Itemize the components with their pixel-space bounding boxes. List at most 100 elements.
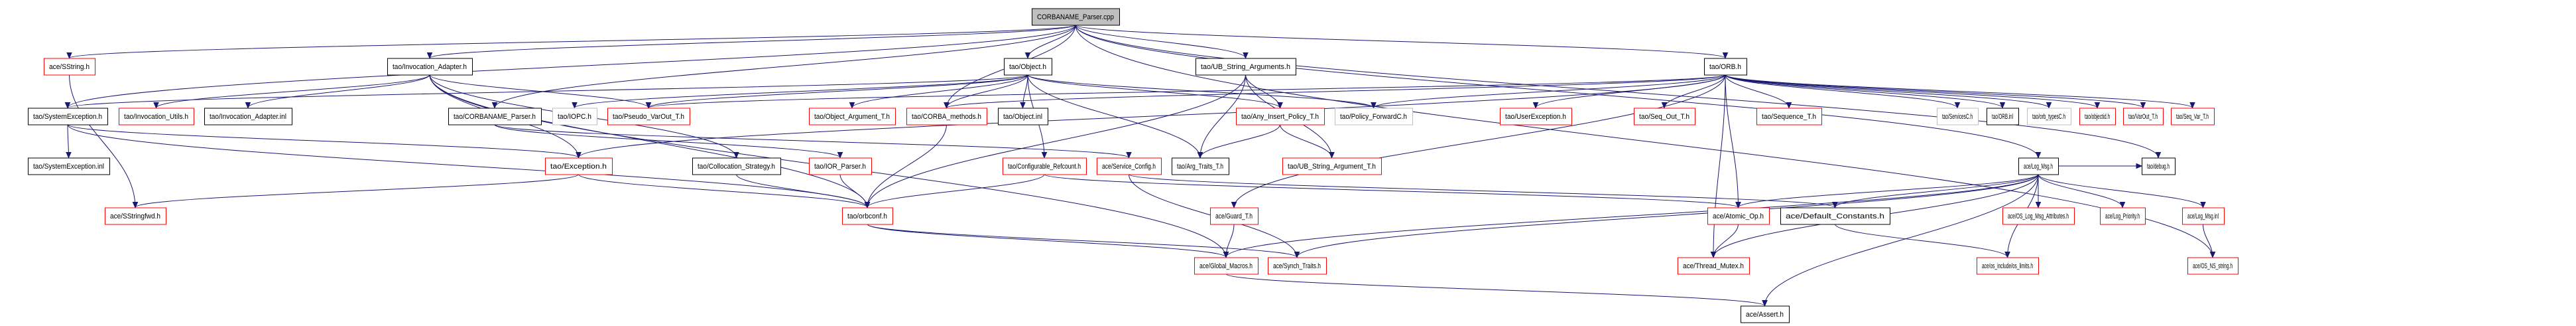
graph-node-policy-forwardc[interactable]: tao/Policy_ForwardC.h bbox=[1335, 108, 1413, 125]
graph-node-varout[interactable]: tao/VarOut_T.h bbox=[2123, 108, 2164, 125]
edge-log_msg_h-to-global_macros bbox=[1225, 174, 2039, 258]
graph-node-os-limits[interactable]: ace/os_include/os_limits.h bbox=[1977, 257, 2039, 275]
edge-log_msg_h-to-synch_traits bbox=[1296, 174, 2039, 258]
node-label: tao/Arg_Traits_T.h bbox=[1177, 163, 1223, 171]
graph-node-assert-h[interactable]: ace/Assert.h bbox=[1741, 305, 1790, 323]
arrowhead-icon bbox=[1762, 300, 1768, 307]
graph-node-orb-inl[interactable]: tao/ORB.inl bbox=[1987, 108, 2019, 125]
graph-node-sysexc-inl[interactable]: tao/SystemException.inl bbox=[28, 157, 110, 175]
graph-node-seq-out[interactable]: tao/Seq_Out_T.h bbox=[1634, 108, 1695, 125]
node-label: ace/Global_Macros.h bbox=[1199, 262, 1253, 270]
graph-node-configurable-refcount[interactable]: tao/Configurable_Refcount.h bbox=[1003, 157, 1087, 175]
graph-node-log-priority[interactable]: ace/Log_Priority.h bbox=[2100, 207, 2146, 225]
graph-node-orb-typesc[interactable]: tao/orb_typesC.h bbox=[2027, 108, 2071, 125]
graph-node-ub-string-argument[interactable]: tao/UB_String_Argument_T.h bbox=[1282, 157, 1382, 175]
graph-node-collocation[interactable]: tao/Collocation_Strategy.h bbox=[692, 157, 781, 175]
edge-orb_h-to-orb_inl bbox=[1725, 74, 2003, 108]
graph-node-service-config[interactable]: ace/Service_Config.h bbox=[1097, 157, 1162, 175]
graph-node-pseudo-varout[interactable]: tao/Pseudo_VarOut_T.h bbox=[607, 108, 690, 125]
node-label: ace/Synch_Traits.h bbox=[1273, 262, 1321, 270]
graph-node-iopc[interactable]: tao/IOPC.h bbox=[552, 108, 597, 125]
node-box bbox=[1196, 58, 1296, 76]
node-label: tao/Sequence_T.h bbox=[1762, 113, 1816, 121]
graph-node-synch-traits[interactable]: ace/Synch_Traits.h bbox=[1268, 257, 1327, 275]
node-box bbox=[2142, 157, 2176, 175]
graph-node-objectid[interactable]: tao/objectid.h bbox=[2079, 108, 2116, 125]
node-label: tao/Object.h bbox=[1009, 63, 1046, 71]
arrowhead-icon bbox=[1294, 252, 1300, 258]
node-box bbox=[2123, 108, 2164, 125]
arrowhead-icon bbox=[1277, 102, 1283, 109]
node-box bbox=[2002, 207, 2075, 225]
edge-root-to-sysexc_h bbox=[67, 25, 1076, 108]
node-label: tao/debug.h bbox=[2147, 163, 2170, 171]
arrowhead-icon bbox=[2035, 152, 2042, 159]
arrowhead-icon bbox=[426, 52, 433, 59]
edge-orb_h-to-seq_out bbox=[1664, 74, 1726, 108]
graph-node-default-constants[interactable]: ace/Default_Constants.h bbox=[1780, 207, 1890, 225]
edge-corbaname_parser_h-to-service_config bbox=[494, 124, 1129, 158]
graph-node-object-h[interactable]: tao/Object.h bbox=[1004, 58, 1052, 76]
graph-node-user-exception[interactable]: tao/UserException.h bbox=[1500, 108, 1572, 125]
graph-node-corba-methods[interactable]: tao/CORBA_methods.h bbox=[906, 108, 987, 125]
graph-node-inv-utils[interactable]: tao/Invocation_Utils.h bbox=[119, 108, 194, 125]
edge-orbconf-to-global_macros bbox=[867, 224, 1227, 258]
graph-node-os-log-msg-attr[interactable]: ace/OS_Log_Msg_Attributes.h bbox=[2002, 207, 2075, 225]
node-box bbox=[1172, 157, 1229, 175]
graph-node-global-macros[interactable]: ace/Global_Macros.h bbox=[1194, 257, 1258, 275]
graph-node-sstringfwd[interactable]: ace/SStringfwd.h bbox=[105, 207, 166, 225]
graph-node-orbconf[interactable]: tao/orbconf.h bbox=[842, 207, 893, 225]
graph-node-thread-mutex[interactable]: ace/Thread_Mutex.h bbox=[1678, 257, 1750, 275]
node-box bbox=[1335, 108, 1413, 125]
graph-node-arg-traits[interactable]: tao/Arg_Traits_T.h bbox=[1172, 157, 1229, 175]
graph-node-orb-h[interactable]: tao/ORB.h bbox=[1704, 58, 1747, 76]
node-label: tao/orb_typesC.h bbox=[2032, 113, 2065, 121]
graph-node-ior-parser[interactable]: tao/IOR_Parser.h bbox=[809, 157, 872, 175]
node-label: tao/VarOut_T.h bbox=[2128, 113, 2158, 121]
node-label: tao/Exception.h bbox=[550, 163, 607, 171]
edge-root-to-inv_adapter_h bbox=[429, 25, 1076, 58]
graph-node-atomic-op[interactable]: ace/Atomic_Op.h bbox=[1707, 207, 1770, 225]
edge-root-to-orb_h bbox=[1075, 25, 1726, 58]
node-box bbox=[1756, 108, 1822, 125]
edge-inv_adapter_h-to-inv_adapter_inl bbox=[247, 74, 430, 108]
edge-orb_h-to-atomic_op bbox=[1725, 74, 1739, 208]
edge-any_insert_policy-to-arg_traits bbox=[1199, 124, 1280, 158]
arrowhead-icon bbox=[66, 52, 72, 59]
graph-node-os-ns-string[interactable]: ace/OS_NS_string.h bbox=[2187, 257, 2239, 275]
node-box bbox=[1003, 157, 1087, 175]
graph-node-sequence-t[interactable]: tao/Sequence_T.h bbox=[1756, 108, 1822, 125]
graph-node-ub-string-args[interactable]: tao/UB_String_Arguments.h bbox=[1196, 58, 1296, 76]
node-box bbox=[1194, 257, 1258, 275]
graph-node-log-msg-h[interactable]: ace/Log_Msg.h bbox=[2018, 157, 2059, 175]
graph-node-guard-t[interactable]: ace/Guard_T.h bbox=[1210, 207, 1258, 225]
node-label: tao/Invocation_Adapter.h bbox=[393, 63, 467, 71]
graph-node-corbaname-parser-h[interactable]: tao/CORBANAME_Parser.h bbox=[448, 108, 542, 125]
edge-log_msg_h-to-assert_h bbox=[1764, 174, 2039, 306]
node-label: tao/Invocation_Adapter.inl bbox=[210, 113, 286, 121]
node-label: ace/Log_Msg.inl bbox=[2187, 212, 2219, 220]
graph-node-exception-h[interactable]: tao/Exception.h bbox=[545, 157, 613, 175]
edge-object_h-to-arg_traits bbox=[1027, 74, 1201, 158]
graph-node-servicesc[interactable]: tao/ServicesC.h bbox=[1937, 108, 1979, 125]
edge-log_msg_h-to-atomic_op bbox=[1738, 174, 2039, 208]
graph-node-inv-adapter-inl[interactable]: tao/Invocation_Adapter.inl bbox=[204, 108, 292, 125]
graph-node-object-inl[interactable]: tao/Object.inl bbox=[998, 108, 1048, 125]
graph-node-root[interactable]: CORBANAME_Parser.cpp bbox=[1032, 8, 1120, 26]
node-label: ace/OS_Log_Msg_Attributes.h bbox=[2008, 212, 2069, 220]
edge-object_h-to-pseudo_varout bbox=[648, 74, 1028, 108]
node-label: tao/UB_String_Argument_T.h bbox=[1288, 163, 1376, 171]
graph-node-sstring[interactable]: ace/SString.h bbox=[44, 58, 95, 76]
graph-node-seq-var[interactable]: tao/Seq_Var_T.h bbox=[2171, 108, 2215, 125]
graph-node-object-argument[interactable]: tao/Object_Argument_T.h bbox=[809, 108, 896, 125]
graph-node-debug-h[interactable]: tao/debug.h bbox=[2142, 157, 2176, 175]
graph-node-sysexc-h[interactable]: tao/SystemException.h bbox=[28, 108, 108, 125]
arrowhead-icon bbox=[2200, 202, 2206, 208]
graph-node-log-msg-inl[interactable]: ace/Log_Msg.inl bbox=[2182, 207, 2225, 225]
arrowhead-icon bbox=[576, 152, 582, 159]
arrowhead-icon bbox=[1126, 152, 1132, 159]
edge-orb_h-to-exception_h bbox=[578, 74, 1726, 158]
graph-node-inv-adapter-h[interactable]: tao/Invocation_Adapter.h bbox=[387, 58, 473, 76]
edge-log_msg_h-to-default_constants bbox=[1835, 174, 2039, 208]
graph-node-any-insert-policy[interactable]: tao/Any_Insert_Policy_T.h bbox=[1236, 108, 1325, 125]
